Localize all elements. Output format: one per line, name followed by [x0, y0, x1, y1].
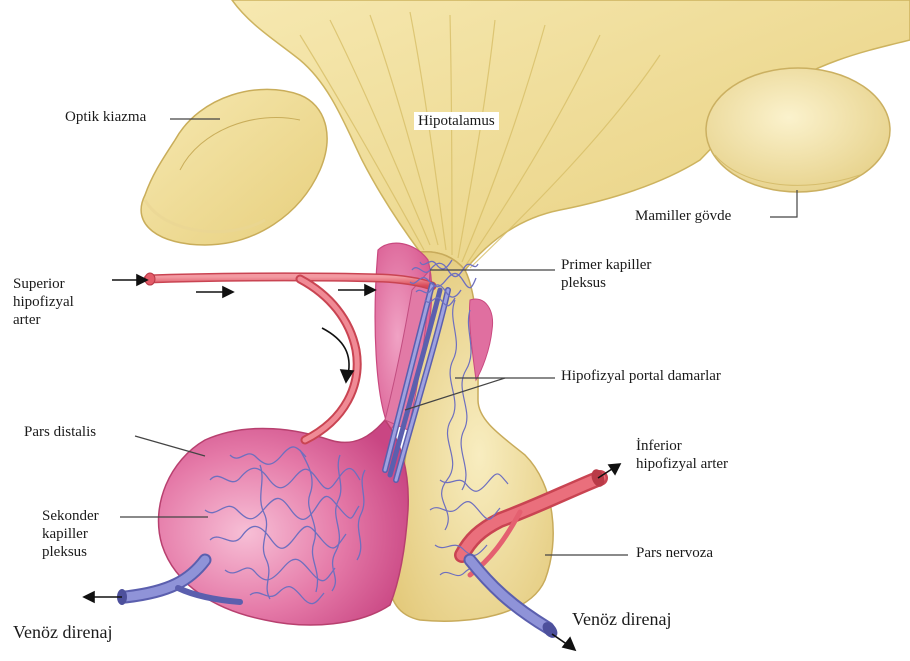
label-pars-nervosa: Pars nervoza: [636, 544, 713, 562]
label-portal-vessels: Hipofizyal portal damarlar: [561, 367, 721, 385]
label-venous-drainage-right: Venöz direnaj: [572, 608, 671, 630]
label-pars-distalis: Pars distalis: [24, 423, 96, 441]
label-superior-hypophyseal-artery: Superior hipofizyal arter: [13, 275, 74, 329]
label-optic-chiasm: Optik kiazma: [65, 108, 146, 126]
label-inferior-hypophyseal-artery: İnferior hipofizyal arter: [636, 437, 728, 473]
label-hypothalamus: Hipotalamus: [414, 112, 499, 130]
label-secondary-capillary-plexus: Sekonder kapiller pleksus: [42, 507, 99, 561]
optic-chiasm-shape: [141, 89, 327, 245]
mammillary-body-shape: [706, 68, 890, 192]
label-primary-capillary-plexus: Primer kapiller pleksus: [561, 256, 651, 292]
label-mammillary-body: Mamiller gövde: [635, 207, 731, 225]
label-venous-drainage-left: Venöz direnaj: [13, 621, 112, 643]
